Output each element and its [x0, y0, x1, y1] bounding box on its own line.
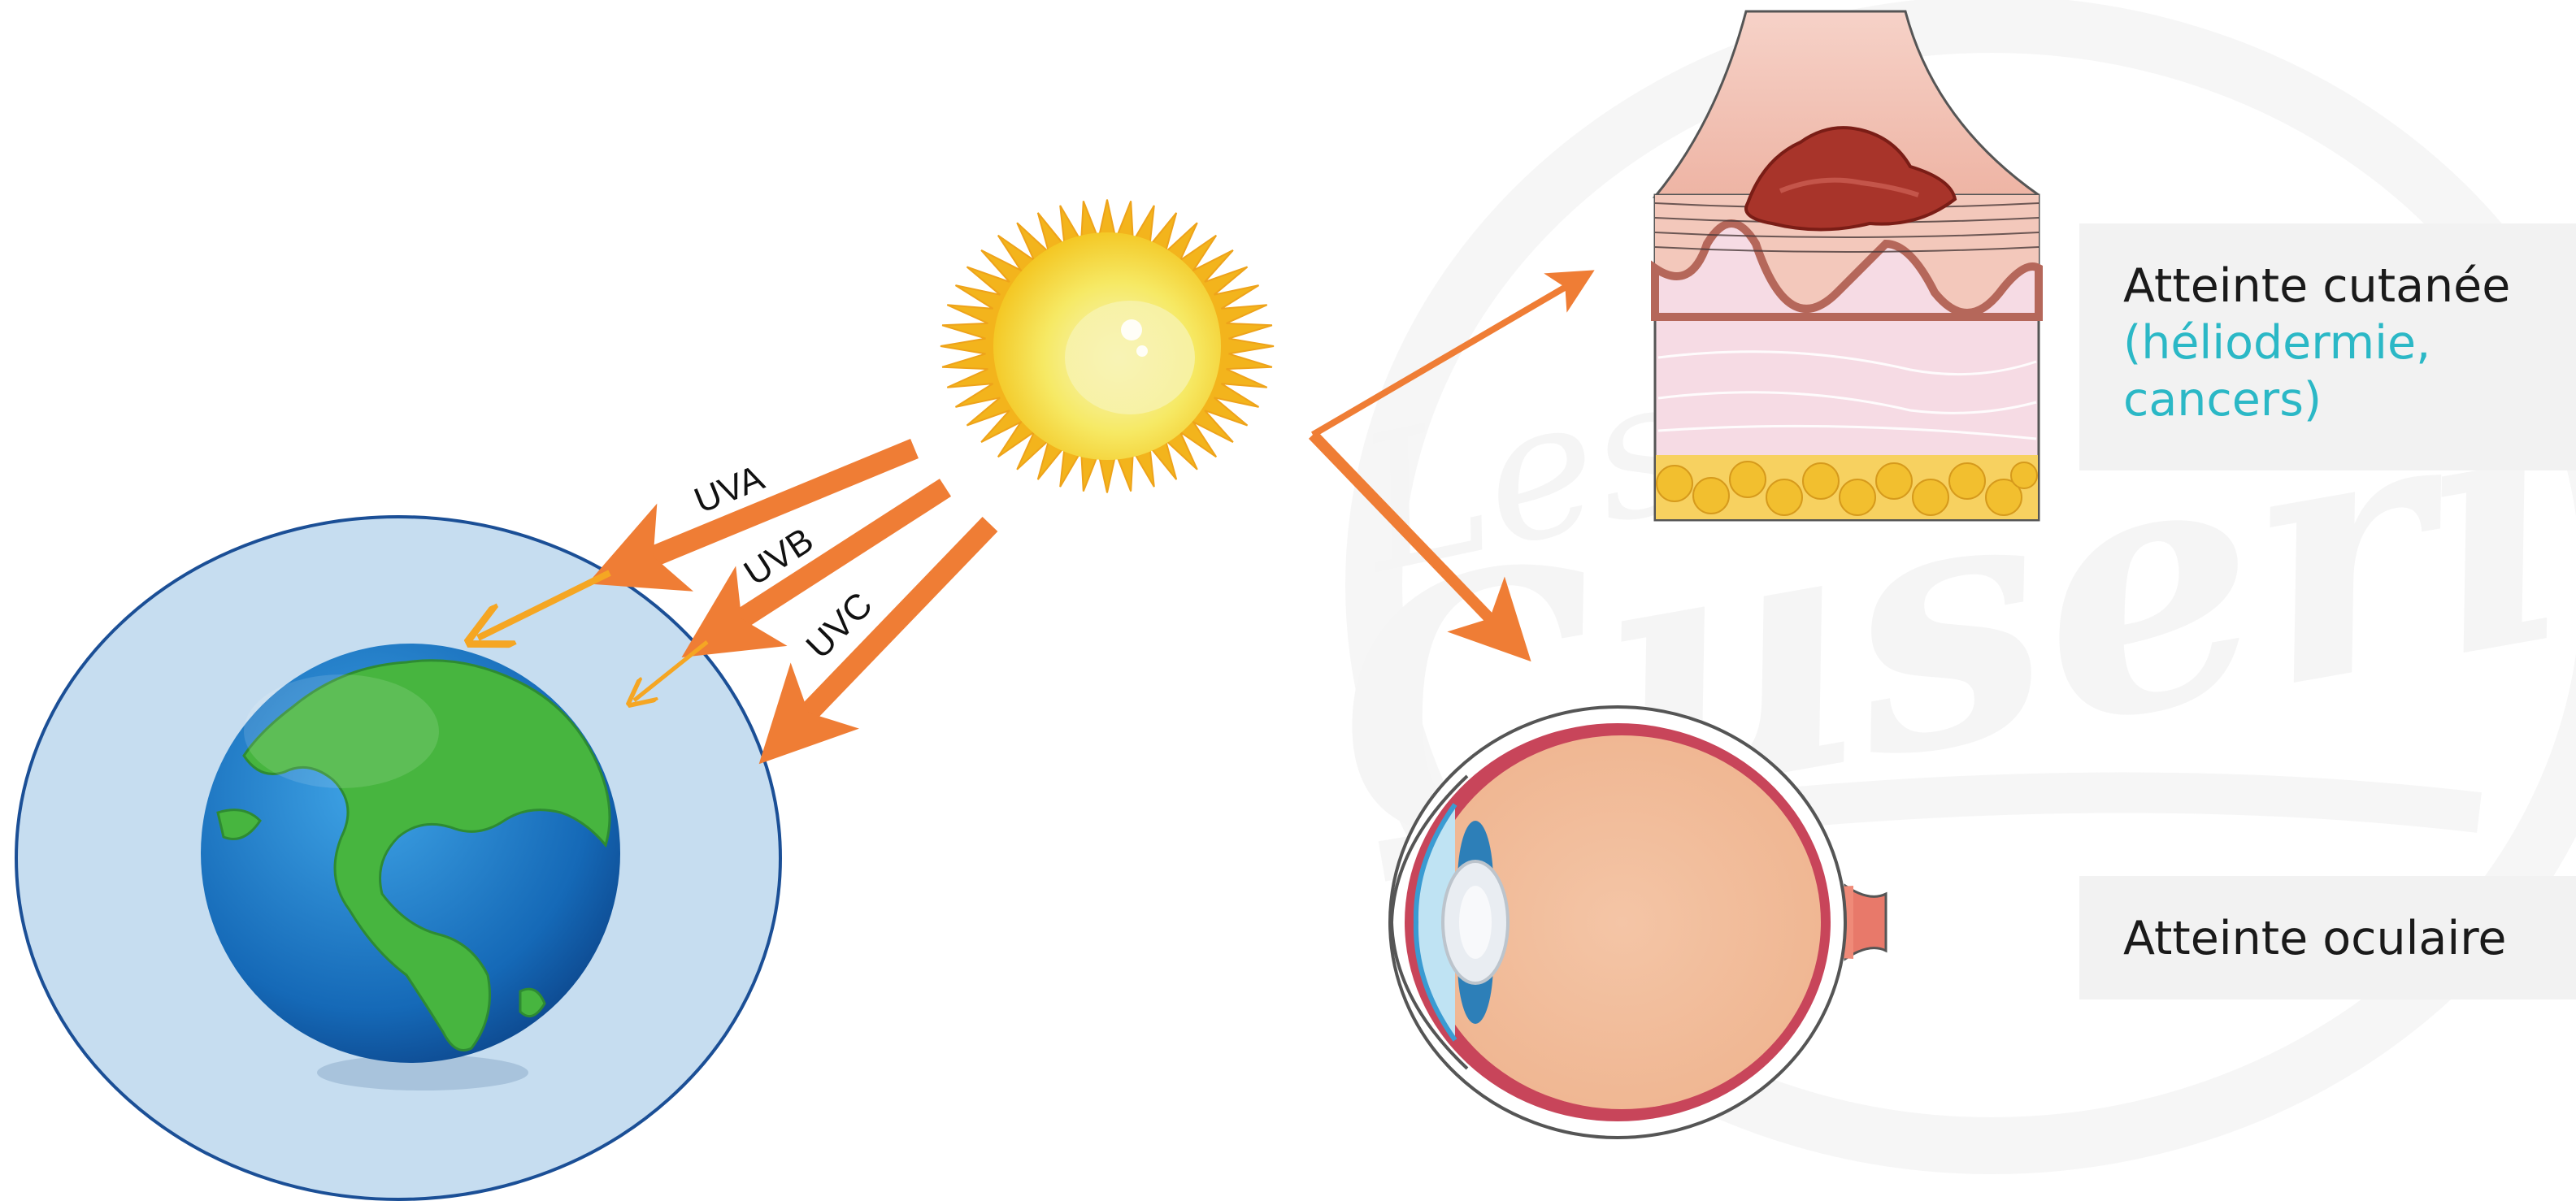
- eye-effect-box: Atteinte oculaire: [2079, 876, 2576, 999]
- skin-effect-detail-2: cancers): [2123, 371, 2510, 428]
- eye-effect-title: Atteinte oculaire: [2123, 910, 2506, 967]
- earth-illustration: [16, 517, 780, 1199]
- skin-effect-title: Atteinte cutanée: [2123, 258, 2510, 314]
- sun-icon: [940, 200, 1274, 493]
- skin-effect-detail-1: (héliodermie,: [2123, 314, 2510, 371]
- skin-effect-text: Atteinte cutanée (héliodermie, cancers): [2123, 258, 2510, 428]
- skin-effect-box: Atteinte cutanée (héliodermie, cancers): [2079, 223, 2576, 470]
